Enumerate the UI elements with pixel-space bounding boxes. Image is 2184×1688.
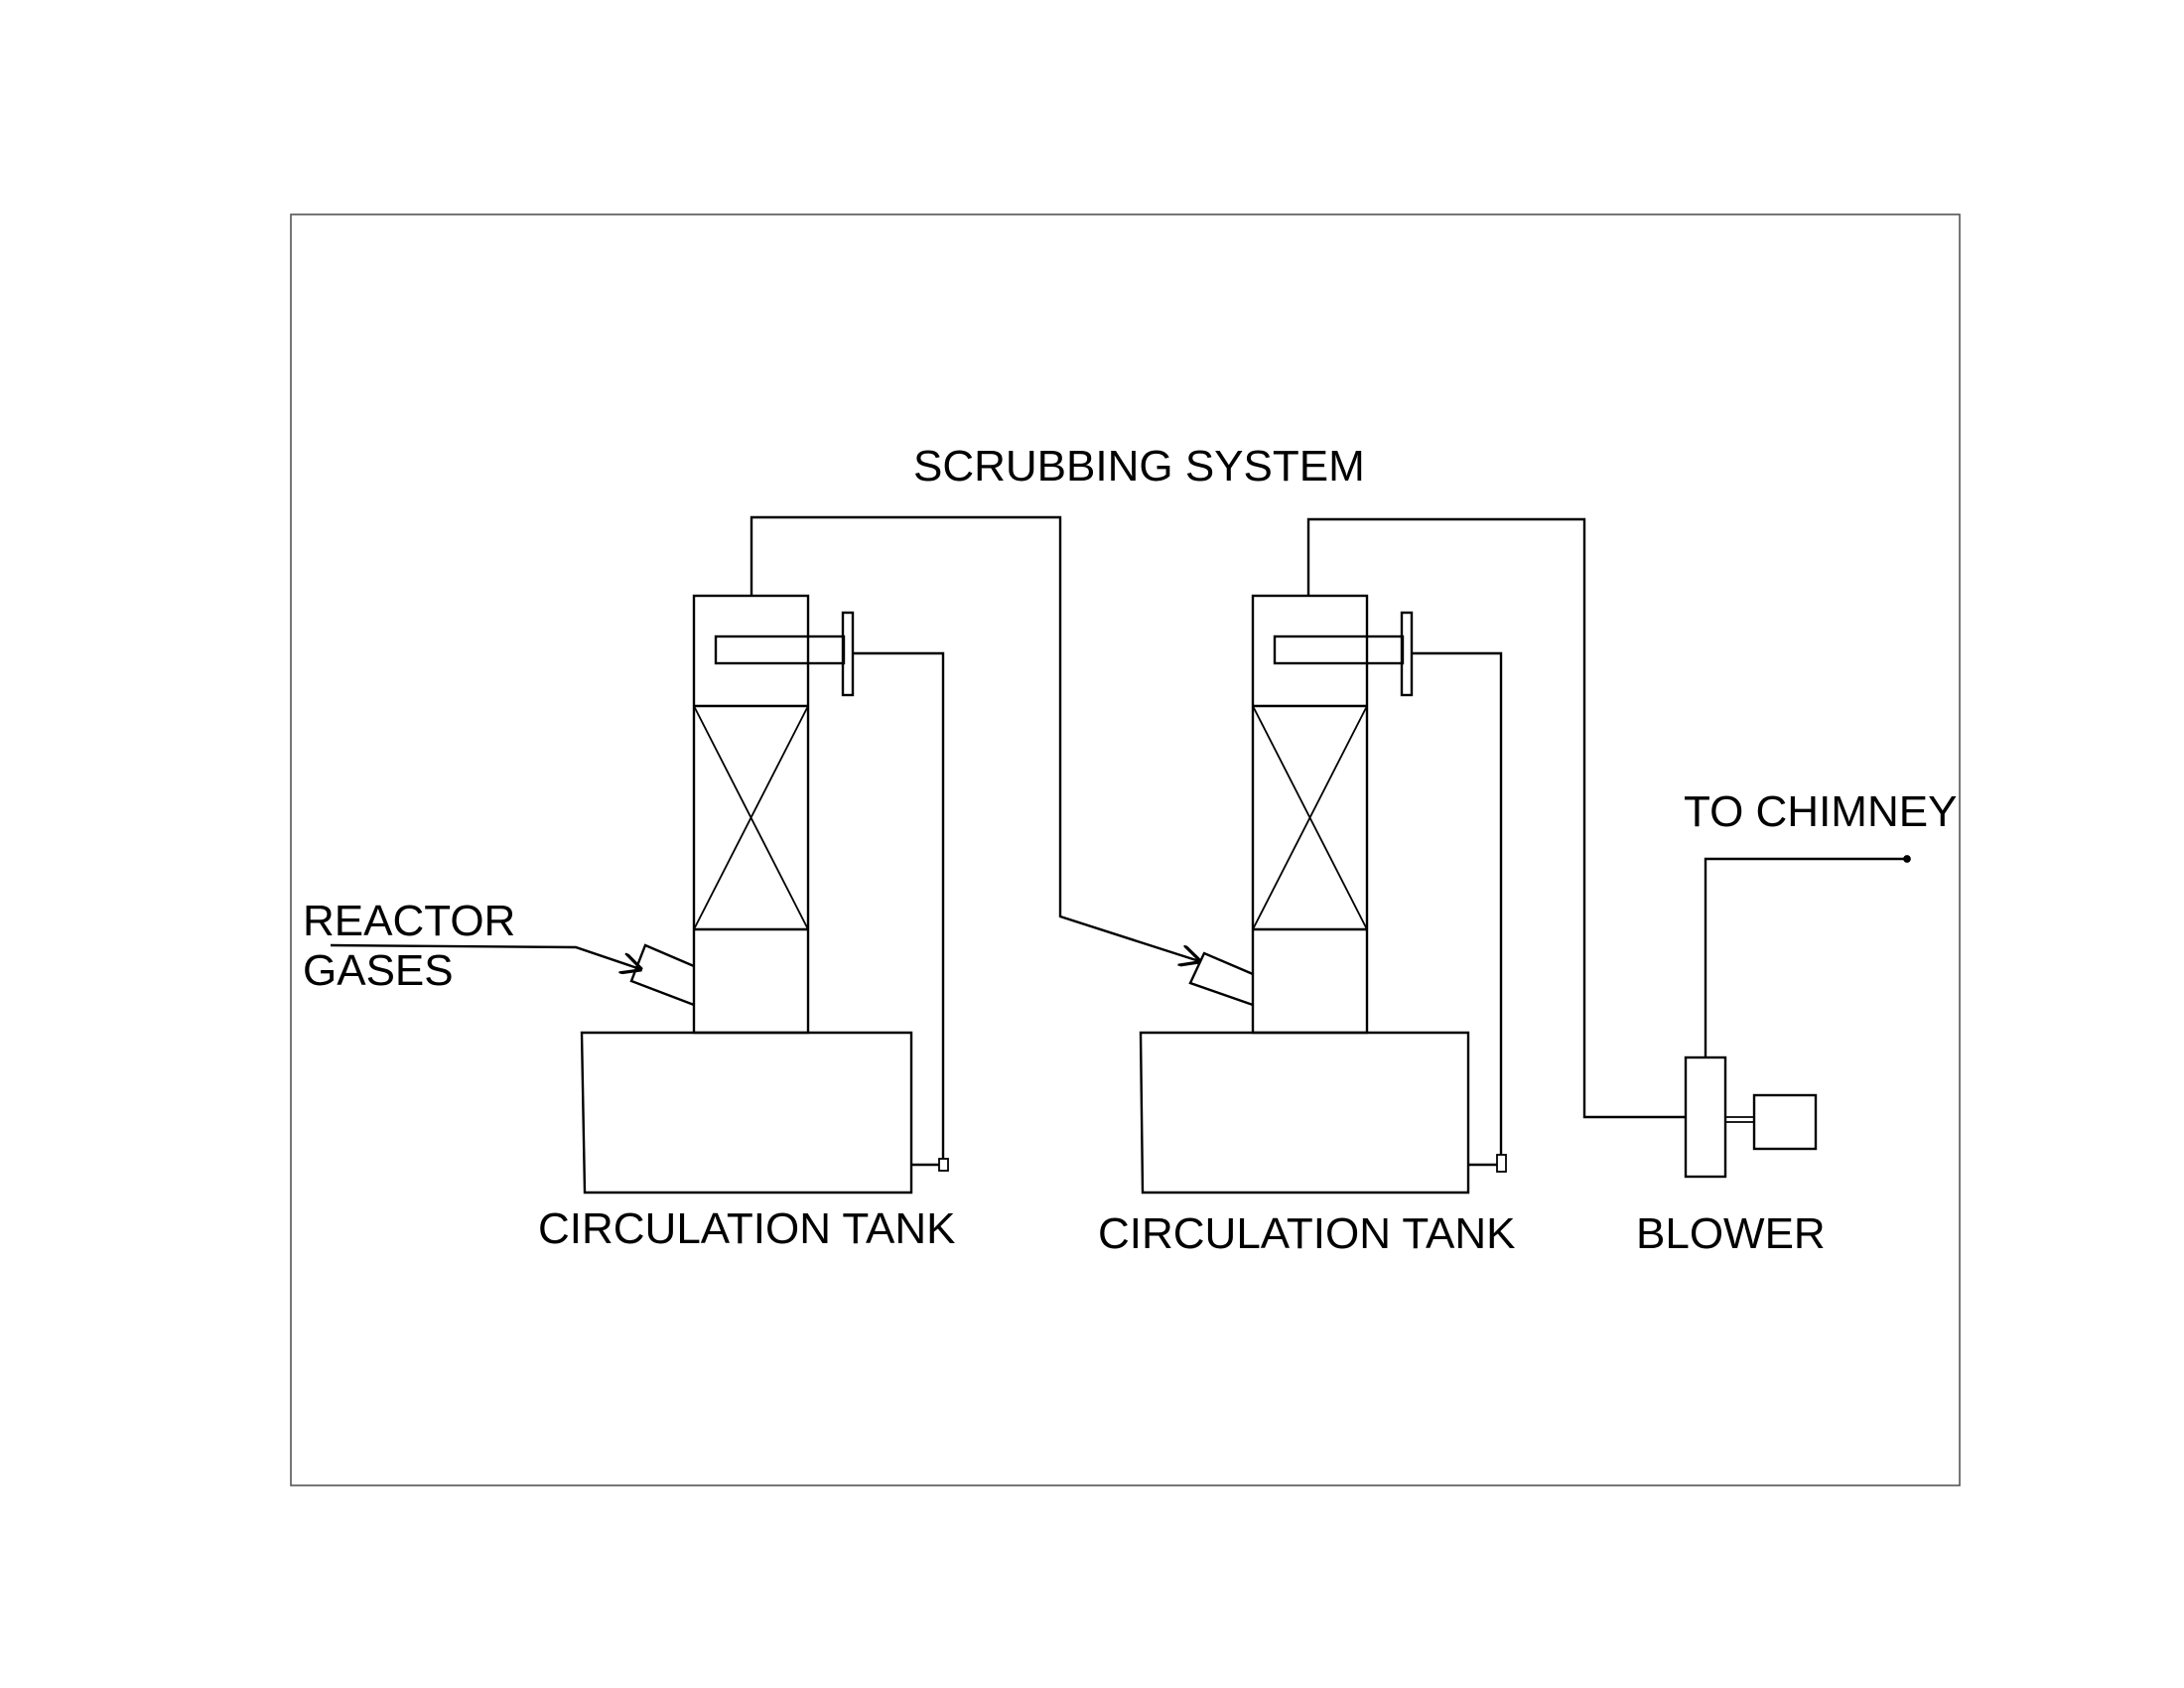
gas-inlet-nozzle-1 [629,943,695,1007]
reactor-gases-label-2: GASES [303,946,454,995]
packing-cross-2b [1252,705,1368,930]
duct-scrubber1-to-scrubber2 [750,515,1199,961]
blower-motor [1752,1093,1818,1151]
reactor-gases-label-1: REACTOR [303,897,515,945]
recirculation-line-1 [853,651,945,1159]
blower-casing [1684,1055,1727,1179]
circulation-tank-1 [580,1031,913,1195]
valve-2 [1496,1154,1507,1173]
column-shell-2 [1251,594,1369,1035]
spray-header-2 [1273,634,1405,665]
recirculation-line-2 [1412,651,1503,1155]
drawing-frame [290,213,1961,1486]
scrubber-column-2 [1188,594,1414,1035]
gas-inlet-nozzle-2 [1188,951,1254,1007]
spray-header-1 [714,634,846,665]
scrubber-column-1 [629,594,855,1035]
valve-1 [938,1158,949,1172]
tank-2-label: CIRCULATION TANK [1098,1209,1516,1258]
reactor-gases-feed-line [330,943,640,969]
circulation-tank-2 [1139,1031,1470,1195]
column-shell-1 [692,594,810,1035]
diagram-title: SCRUBBING SYSTEM [913,442,1365,491]
to-chimney-label: TO CHIMNEY [1684,787,1957,836]
duct-scrubber2-to-blower [1306,517,1686,1119]
tank-1-label: CIRCULATION TANK [538,1204,956,1253]
packing-cross-1b [693,705,809,930]
blower-label: BLOWER [1636,1209,1826,1258]
blower [1684,1055,1818,1179]
duct-blower-to-chimney [1704,855,1911,1057]
